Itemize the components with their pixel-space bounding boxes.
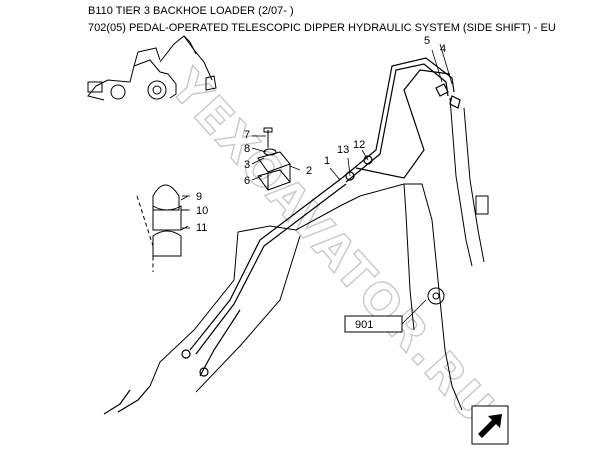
callout-901: 901 <box>355 319 373 331</box>
callout-12: 12 <box>353 139 365 151</box>
page-subtitle: 702(05) PEDAL-OPERATED TELESCOPIC DIPPER… <box>88 22 556 34</box>
callout-5: 5 <box>424 35 430 47</box>
page-title: B110 TIER 3 BACKHOE LOADER (2/07- ) <box>88 5 294 17</box>
callout-labels: 5 4 12 13 1 2 7 8 3 6 9 10 11 <box>196 35 446 234</box>
clamp-part-11 <box>152 230 182 257</box>
callout-10: 10 <box>196 205 208 217</box>
callout-leaders <box>182 43 453 325</box>
callout-8: 8 <box>244 143 250 155</box>
hydraulic-flow-arrow-icon <box>471 405 509 445</box>
reference-box-901: 901 <box>344 315 403 333</box>
callout-7: 7 <box>244 129 250 141</box>
clamp-part-10 <box>152 205 182 231</box>
hydraulic-hoses <box>103 57 461 415</box>
clamp-part-9 <box>152 184 180 211</box>
clamp-assembly <box>257 127 291 191</box>
callout-2: 2 <box>306 165 312 177</box>
callout-4: 4 <box>440 43 446 55</box>
backhoe-loader-thumbnail <box>87 35 217 101</box>
callout-3: 3 <box>244 159 250 171</box>
callout-6: 6 <box>244 175 250 187</box>
watermark-text: YEXOAVATOR.RU <box>159 58 505 434</box>
spare-clamps-group <box>136 184 189 272</box>
callout-13: 13 <box>337 144 349 156</box>
callout-9: 9 <box>196 191 202 203</box>
callout-1: 1 <box>324 155 330 167</box>
dipper-arm <box>149 97 489 411</box>
callout-11: 11 <box>196 222 207 234</box>
